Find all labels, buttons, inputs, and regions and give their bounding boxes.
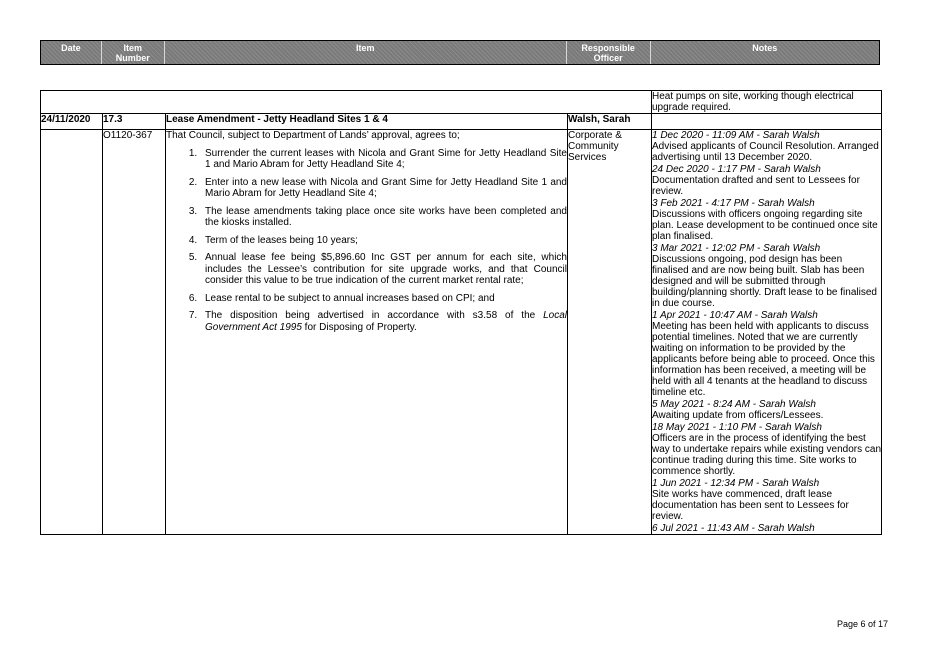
clause-1: Surrender the current leases with Nicola… [200,148,567,171]
resolution-text: That Council, subject to Department of L… [165,129,568,535]
row-responsible: Walsh, Sarah [567,113,652,130]
header-notes: Notes [752,43,778,53]
continued-note: Heat pumps on site, working though elect… [651,90,882,114]
item-title-row: 24/11/2020 17.3 Lease Amendment - Jetty … [40,113,882,130]
clause-2: Enter into a new lease with Nicola and G… [200,177,567,200]
header-date: Date [41,41,102,64]
clause-6: Lease rental to be subject to annual inc… [200,293,567,305]
row-date: 24/11/2020 [40,113,103,130]
row-item-title: Lease Amendment - Jetty Headland Sites 1… [165,113,568,130]
clause-4: Term of the leases being 10 years; [200,235,567,247]
resolution-clauses: Surrender the current leases with Nicola… [166,148,567,334]
resolution-intro: That Council, subject to Department of L… [166,130,460,141]
page-number: Page 6 of 17 [836,619,888,629]
clause-5: Annual lease fee being $5,896.60 Inc GST… [200,252,567,287]
row-reference: O1120-367 [102,129,166,535]
header-item: Item [165,41,567,64]
clause-3: The lease amendments taking place once s… [200,206,567,229]
action-table: Heat pumps on site, working though elect… [40,90,882,535]
clause-7: The disposition being advertised in acco… [200,310,567,333]
item-body-row: O1120-367 That Council, subject to Depar… [40,129,882,535]
responsible-department: Corporate & Community Services [567,129,652,535]
act-name: Local Government Act 1995 [205,310,567,333]
note-entry: 6 Jul 2021 - 11:43 AM - Sarah Walsh [652,523,815,534]
row-item-number: 17.3 [102,113,166,130]
continued-row: Heat pumps on site, working though elect… [40,90,882,114]
